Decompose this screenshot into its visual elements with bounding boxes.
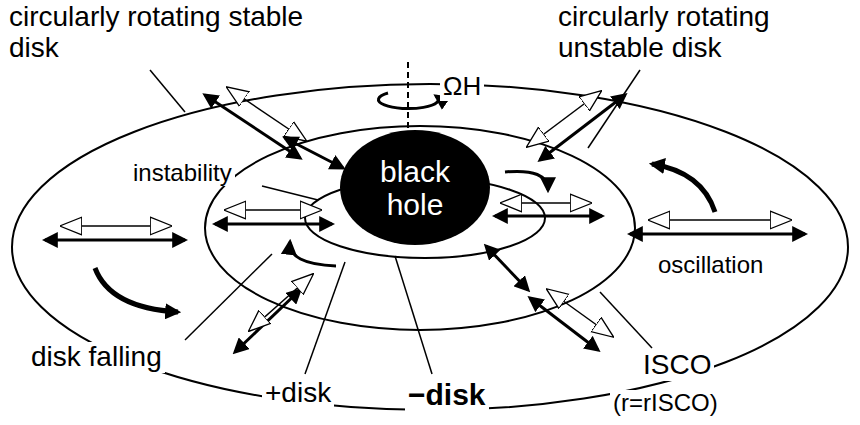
annotation-label: disk falling bbox=[28, 342, 165, 373]
oscillation-arrows bbox=[45, 88, 805, 352]
annotation-label: ISCO bbox=[640, 350, 714, 381]
annotation-label: circularly rotating unstable disk bbox=[555, 2, 860, 64]
annotation-label: +disk bbox=[262, 378, 334, 409]
leader-lines bbox=[150, 70, 652, 374]
annotation-label: instability bbox=[130, 160, 235, 186]
annotation-label: (r=rISCO) bbox=[610, 390, 721, 416]
black-hole: black hole bbox=[340, 130, 490, 245]
isco-outline bbox=[205, 126, 635, 330]
annotation-label: −disk bbox=[405, 378, 489, 411]
annotation-label: ΩH bbox=[440, 72, 484, 101]
annotation-label: circularly rotating stable disk bbox=[6, 2, 312, 64]
node-label: black hole bbox=[340, 155, 490, 221]
annotation-label: oscillation bbox=[655, 252, 766, 278]
spin-axis bbox=[378, 62, 438, 132]
stable-disk-outline bbox=[12, 84, 848, 410]
